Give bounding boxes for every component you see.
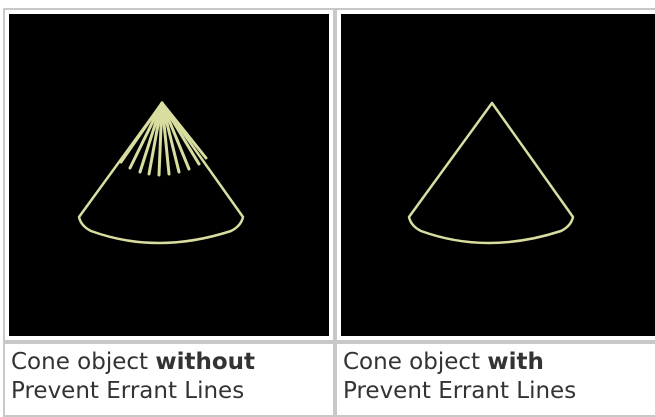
cone-outline [77, 101, 245, 245]
errant-line [160, 101, 208, 160]
image-row [3, 8, 655, 342]
caption-left: Cone object without Prevent Errant Lines [3, 342, 335, 417]
cone-drawing-with [407, 101, 575, 245]
comparison-table: Cone object without Prevent Errant Lines… [3, 8, 655, 417]
cone-image-without [9, 14, 329, 336]
errant-line [128, 101, 164, 170]
cone-drawing-without [77, 101, 245, 245]
errant-line [119, 101, 164, 164]
errant-line [160, 101, 201, 166]
cone-outline [407, 101, 575, 245]
caption-right-bold: with [487, 349, 544, 375]
caption-row: Cone object without Prevent Errant Lines… [3, 342, 655, 417]
errant-line [160, 101, 191, 171]
caption-left-bold: without [155, 349, 256, 375]
errant-line [138, 101, 164, 174]
caption-left-prefix: Cone object [11, 349, 156, 375]
caption-right-prefix: Cone object [343, 349, 488, 375]
caption-right: Cone object with Prevent Errant Lines [335, 342, 655, 417]
cone-image-with [341, 14, 655, 336]
errant-line [160, 101, 171, 176]
image-cell-left [3, 8, 335, 342]
caption-left-suffix: Prevent Errant Lines [11, 378, 245, 404]
errant-line [147, 101, 164, 176]
errant-line [160, 101, 181, 174]
image-cell-right [335, 8, 655, 342]
errant-line [157, 101, 164, 177]
caption-right-suffix: Prevent Errant Lines [343, 378, 577, 404]
